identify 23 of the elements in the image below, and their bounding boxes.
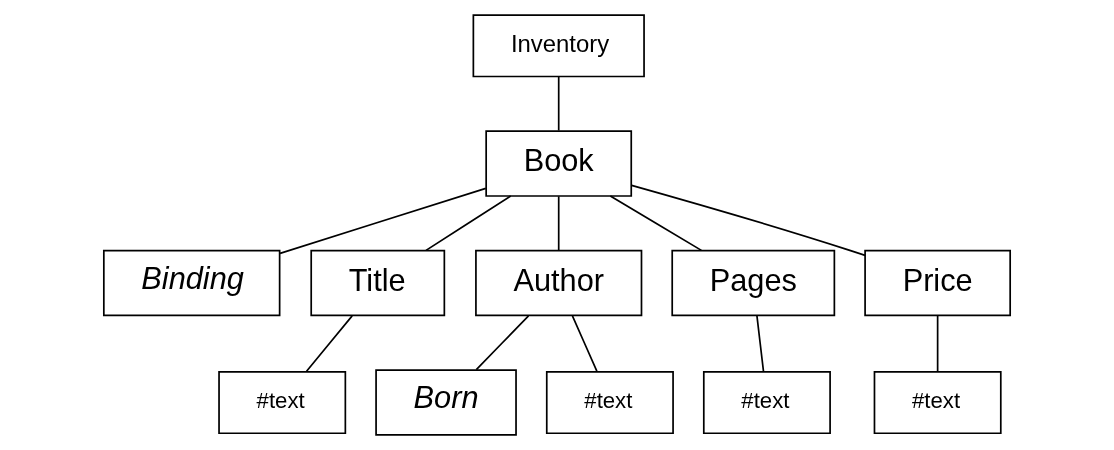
connector <box>756 315 765 373</box>
connector <box>557 195 560 251</box>
node-box: Title <box>310 249 446 317</box>
connector <box>571 315 598 373</box>
connector <box>475 315 530 371</box>
connector <box>305 315 353 373</box>
connector <box>557 76 560 132</box>
connector <box>279 187 487 255</box>
node-box: #text <box>545 370 674 435</box>
node-box: Born <box>375 369 517 436</box>
node-box: #text <box>702 370 831 435</box>
connector <box>630 184 866 257</box>
connector <box>609 195 703 252</box>
node-box: Price <box>864 249 1012 317</box>
node-box: Binding <box>102 249 281 317</box>
connector <box>936 315 939 373</box>
node-box: #text <box>873 370 1002 435</box>
node-box: #text <box>218 370 347 435</box>
node-box: Pages <box>671 249 836 317</box>
node-box: Author <box>475 249 643 317</box>
node-box: Book <box>485 130 633 197</box>
node-box: Inventory <box>472 14 645 78</box>
connector <box>425 195 512 252</box>
